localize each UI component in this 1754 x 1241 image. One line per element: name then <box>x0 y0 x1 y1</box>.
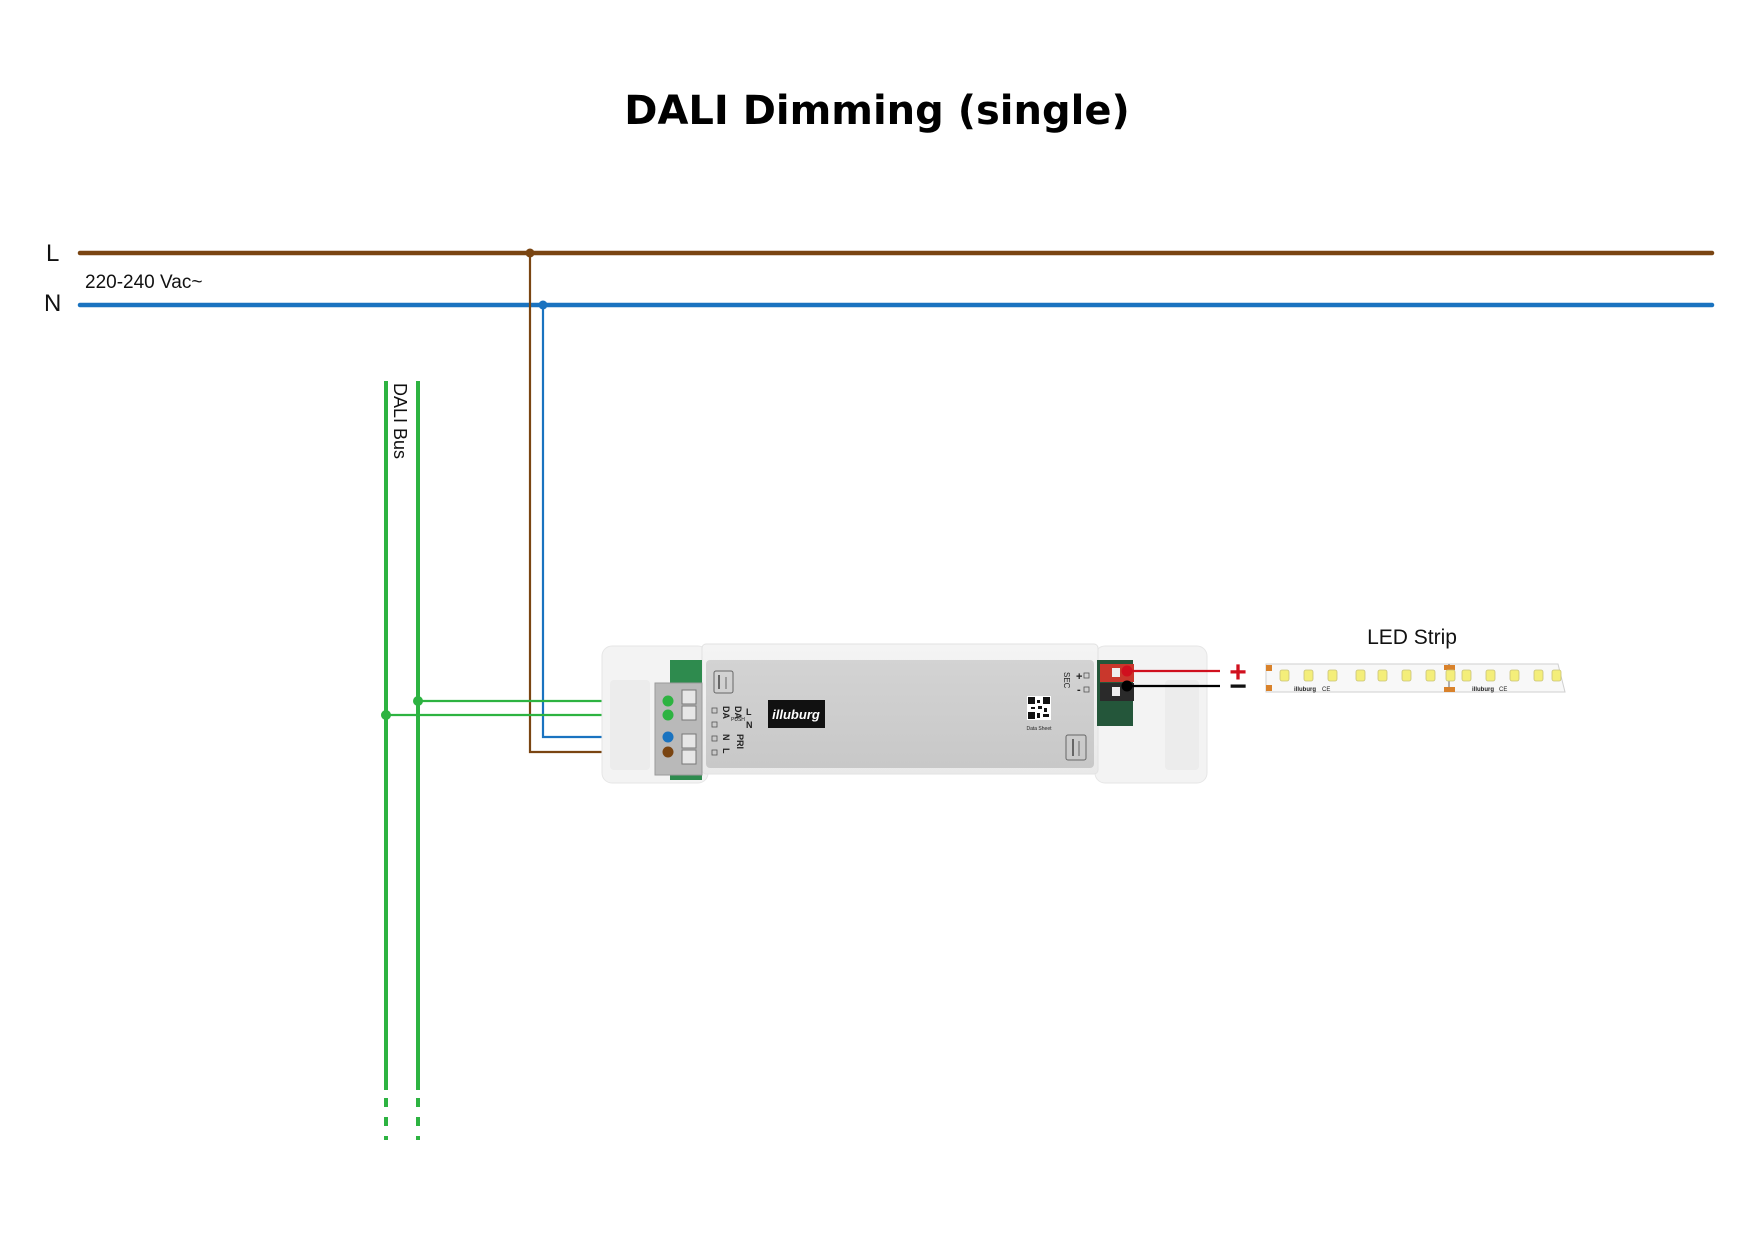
terminal-l-contact <box>662 746 674 758</box>
led-chip <box>1355 669 1366 682</box>
terminal-l-label: L <box>721 748 731 754</box>
solder-pad-2a <box>1444 665 1455 670</box>
strip-brand-1: illuburg <box>1294 687 1316 693</box>
output-minus-symbol: − <box>1229 670 1247 703</box>
solder-pad-2b <box>1444 687 1455 692</box>
push-label: PUSH <box>731 717 745 723</box>
sec-minus-box <box>1083 686 1090 693</box>
wire-spec-out-icon <box>1065 734 1087 761</box>
terminal-da1-label: DA <box>721 706 731 719</box>
push-l-label: L <box>746 707 752 717</box>
led-chip <box>1401 669 1412 682</box>
push-n-label: N <box>746 720 753 730</box>
sec-plus-label: + <box>1076 671 1082 683</box>
qr-caption: Data Sheet <box>1026 726 1052 732</box>
led-strip: illuburg CE illuburg CE <box>1265 663 1566 693</box>
led-chip <box>1425 669 1436 682</box>
led-chip <box>1509 669 1520 682</box>
qr-code-icon <box>1027 696 1051 720</box>
line-label: L <box>46 240 59 267</box>
input-terminal-labels: DA DA N L PRI L N PUSH <box>711 706 753 756</box>
strip-brand-2: illuburg <box>1472 687 1494 693</box>
led-chip <box>1485 669 1496 682</box>
sec-plus-box <box>1083 672 1090 679</box>
led-chip <box>1279 669 1290 682</box>
output-slot-plus <box>1112 668 1120 677</box>
driver-left-clamp <box>610 680 650 770</box>
strip-ce-mark-1: CE <box>1322 687 1330 693</box>
led-chip <box>1445 669 1456 682</box>
led-chip <box>1303 669 1314 682</box>
solder-pad-1b <box>1266 685 1272 691</box>
driver-right-clamp <box>1165 680 1199 770</box>
input-terminal-slots <box>681 689 697 765</box>
terminal-da2-label: DA <box>733 706 743 719</box>
terminal-da1-contact <box>662 695 674 707</box>
sec-minus-label: - <box>1077 684 1081 696</box>
dali-bus-label: DALI Bus <box>390 383 410 459</box>
dali-junction-2 <box>381 710 391 720</box>
led-chip <box>1533 669 1544 682</box>
solder-pad-1a <box>1266 665 1272 671</box>
diagram-title: DALI Dimming (single) <box>624 88 1130 134</box>
led-chip <box>1461 669 1472 682</box>
line-junction <box>525 248 535 258</box>
strip-ce-mark-2: CE <box>1499 687 1507 693</box>
output-plus-symbol: + <box>1229 656 1247 689</box>
brand-logo-box <box>768 700 825 728</box>
neutral-junction <box>538 300 548 310</box>
dali-junction-1 <box>413 696 423 706</box>
led-chip <box>1551 669 1562 682</box>
neutral-label: N <box>44 290 61 317</box>
dali-driver: DA DA N L PRI L N PUSH illuburg Data She… <box>601 643 1208 784</box>
brand-logo: illuburg <box>772 707 820 722</box>
terminal-n-label: N <box>721 734 731 741</box>
terminal-da2-contact <box>662 709 674 721</box>
driver-label-plate <box>706 660 1094 768</box>
terminal-n-contact <box>662 731 674 743</box>
output-slot-minus <box>1112 687 1120 696</box>
secondary-label: SEC <box>1062 672 1071 689</box>
led-chip <box>1377 669 1388 682</box>
led-chip <box>1327 669 1338 682</box>
voltage-label: 220-240 Vac~ <box>85 272 202 293</box>
led-strip-label: LED Strip <box>1367 626 1457 649</box>
wire-spec-in-icon <box>713 670 734 694</box>
primary-label: PRI <box>735 734 745 749</box>
